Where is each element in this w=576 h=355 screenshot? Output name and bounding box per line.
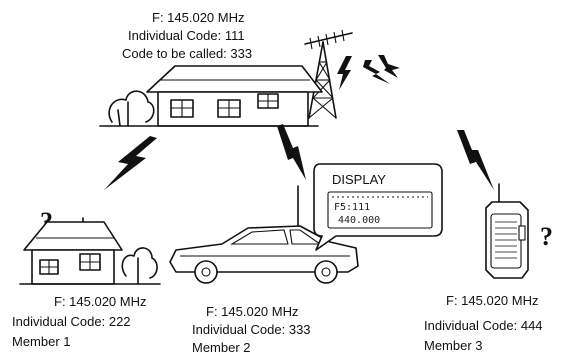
yagi-antenna-icon bbox=[305, 30, 352, 49]
tree-icon bbox=[122, 248, 157, 284]
lightning-bolt-icon bbox=[378, 55, 400, 78]
member-3-frequency: F: 145.020 MHz bbox=[446, 293, 539, 308]
member-1-frequency: F: 145.020 MHz bbox=[54, 294, 147, 309]
lcd-screen: F5:111 440.000 bbox=[328, 192, 432, 228]
lightning-bolt-icon bbox=[104, 136, 157, 190]
question-mark: ? bbox=[540, 222, 553, 251]
base-station: F: 145.020 MHz Individual Code: 111 Code… bbox=[100, 10, 400, 126]
member-1: ? F: 145.020 MHz Individual Code: 222 Me… bbox=[12, 207, 160, 349]
base-code-to-call: Code to be called: 333 bbox=[122, 46, 252, 61]
display-title: DISPLAY bbox=[332, 172, 386, 187]
display-line-2: 440.000 bbox=[338, 215, 380, 226]
tree-icon bbox=[100, 91, 154, 126]
member-1-name: Member 1 bbox=[12, 334, 71, 349]
member-1-individual-code: Individual Code: 222 bbox=[12, 314, 131, 329]
display-line-1: F5:111 bbox=[334, 202, 370, 213]
base-individual-code: Individual Code: 111 bbox=[128, 28, 245, 43]
base-house-icon bbox=[147, 66, 322, 126]
display-callout: DISPLAY F5:111 440.000 bbox=[314, 164, 442, 250]
member-2-name: Member 2 bbox=[192, 340, 251, 355]
lightning-bolt-icon bbox=[457, 130, 494, 190]
member-2-frequency: F: 145.020 MHz bbox=[206, 304, 299, 319]
member-2-individual-code: Individual Code: 333 bbox=[192, 322, 311, 337]
member-3-name: Member 3 bbox=[424, 338, 483, 353]
lightning-bolt-icon bbox=[337, 56, 352, 90]
member-3: ? F: 145.020 MHz Individual Code: 444 Me… bbox=[424, 184, 553, 353]
handheld-radio-icon bbox=[486, 184, 528, 278]
lightning-bolt-icon bbox=[277, 124, 306, 180]
base-frequency: F: 145.020 MHz bbox=[152, 10, 245, 25]
member-3-individual-code: Individual Code: 444 bbox=[424, 318, 543, 333]
